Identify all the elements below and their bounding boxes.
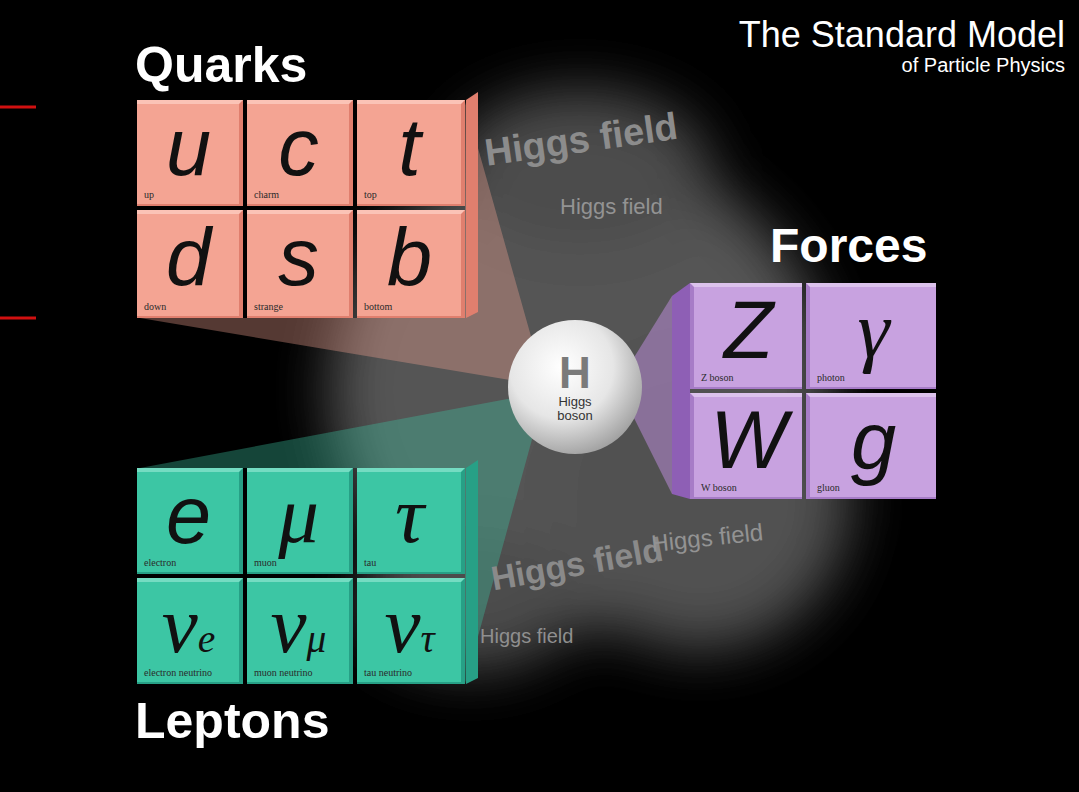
particle-symbol: t [398,107,421,188]
symbol-row: c [254,107,343,188]
sphere-content: HHiggs boson [507,319,643,455]
particle-symbol: τ [395,475,424,556]
symbol-row: d [144,217,233,298]
symbol-row: νe [144,585,233,666]
particle-tile: μmuon [247,468,353,574]
particle-name: electron neutrino [144,667,233,678]
particle-symbol: ν [162,585,198,666]
particle-symbol: g [851,400,896,481]
red-mark [0,317,36,320]
higgs-sphere: HHiggs boson [507,319,643,455]
particle-symbol: μ [278,475,319,556]
particle-tile: eelectron [137,468,243,574]
particle-symbol: d [166,217,211,298]
group-heading: Quarks [135,36,307,94]
particle-symbol: c [278,107,319,188]
particle-name: charm [254,189,343,200]
particle-tile: ντtau neutrino [357,578,465,684]
particle-symbol: b [387,217,432,298]
lepton-depth [466,460,478,684]
particle-tile: b bottom [357,210,465,318]
symbol-row: s [254,217,343,298]
symbol-row: ντ [364,585,455,666]
diagram-title: The Standard Model [739,14,1065,56]
symbol-subscript: μ [307,620,327,660]
symbol-row: τ [364,475,455,556]
symbol-row: u [144,107,233,188]
symbol-row: μ [254,475,343,556]
force-depth [672,283,690,499]
particle-tile: ttop [357,100,465,206]
particle-symbol: e [166,475,211,556]
watermark-text: Higgs field [560,194,663,220]
particle-symbol: ν [384,585,420,666]
symbol-row: t [364,107,455,188]
particle-name: bottom [364,301,455,312]
particle-tile: νeelectron neutrino [137,578,243,684]
watermark-text: Higgs field [480,625,573,648]
symbol-row: Z [701,290,796,371]
particle-name: muon neutrino [254,667,343,678]
particle-tile: uup [137,100,243,206]
particle-symbol: ν [271,585,307,666]
particle-name: down [144,301,233,312]
particle-symbol: H [559,351,591,395]
particle-name: strange [254,301,343,312]
particle-symbol: u [166,107,211,188]
particle-name: tau [364,557,455,568]
particle-name: W boson [701,482,796,493]
quark-depth [466,92,478,318]
particle-name: Z boson [701,372,796,383]
symbol-row: b [364,217,455,298]
particle-tile: d down [137,210,243,318]
subtitle: of Particle Physics [902,54,1065,77]
symbol-row: νμ [254,585,343,666]
particle-tile: νμmuon neutrino [247,578,353,684]
particle-name: gluon [817,482,930,493]
symbol-subscript: e [198,620,216,660]
particle-tile: WW boson [690,393,802,499]
particle-name: Higgs boson [543,395,607,424]
symbol-row: W [701,400,796,481]
particle-name: muon [254,557,343,568]
symbol-row: γ [817,290,930,371]
particle-name: tau neutrino [364,667,455,678]
particle-name: electron [144,557,233,568]
red-mark [0,106,36,109]
symbol-row: e [144,475,233,556]
particle-name: top [364,189,455,200]
particle-tile: γphoton [806,283,936,389]
particle-tile: ZZ boson [690,283,802,389]
group-heading: Leptons [135,692,329,750]
symbol-subscript: τ [420,620,434,660]
particle-tile: ggluon [806,393,936,499]
particle-symbol: γ [857,290,889,371]
particle-symbol: W [710,400,787,481]
particle-tile: ccharm [247,100,353,206]
particle-symbol: Z [724,290,774,371]
particle-tile: s strange [247,210,353,318]
symbol-row: g [817,400,930,481]
particle-symbol: s [278,217,319,298]
particle-tile: τtau [357,468,465,574]
group-heading: Forces [770,218,927,273]
particle-name: photon [817,372,930,383]
particle-name: up [144,189,233,200]
